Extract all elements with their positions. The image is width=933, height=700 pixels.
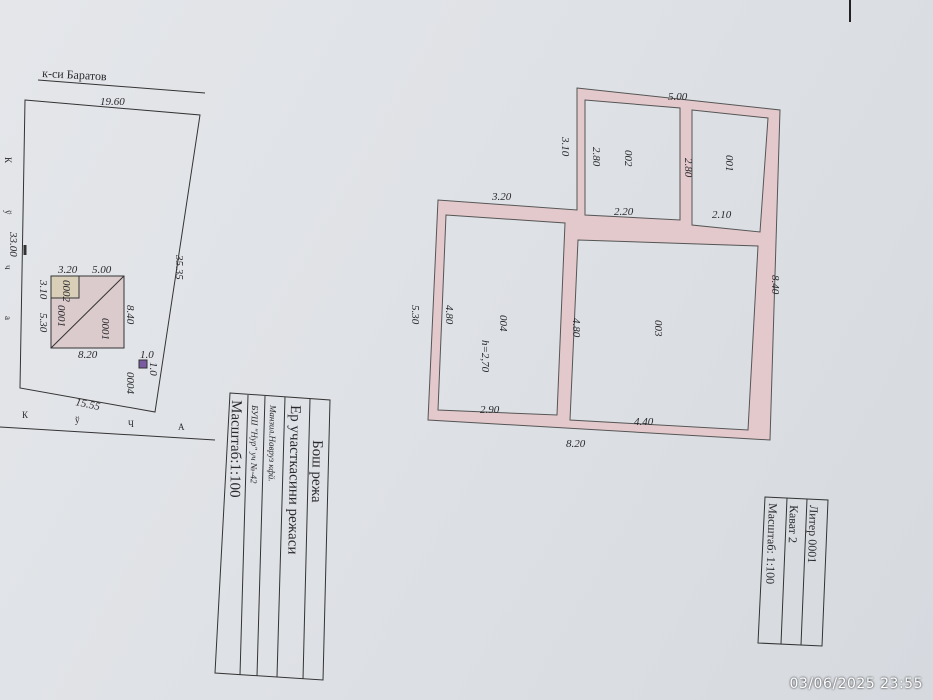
label-main-b: 0001 [99,318,111,340]
label-main-a: 0001 [55,305,67,327]
dim: 3.20 [491,191,512,203]
liter-block: Литер 0001 Кават 2 Масштаб: 1:100 [757,496,829,647]
room-003: 003 [652,320,664,337]
ceiling-height: h=2,70 [479,340,491,373]
bottom-letter: Ч [128,419,134,429]
dim-right: 35.35 [173,254,185,280]
address: Манзил.Навруз кфй. [267,404,278,482]
site-plan: к-си Баратов 19.60 35.35 15.55 33.00 3.2… [0,66,216,441]
dim: 5.00 [668,91,688,103]
bdim-b: 5.00 [92,264,112,276]
dim: 4.40 [634,416,654,428]
side-letter: К [3,157,13,164]
dim-top: 19.60 [100,96,125,108]
street-line [37,79,206,94]
dim: 8.40 [769,275,781,295]
bdim-c: 3.10 [37,279,49,300]
small-w: 1.0 [140,349,154,361]
side-letter: ч [3,265,13,270]
dim: 3.10 [559,136,571,157]
scale: Масштаб:1:100 [226,400,244,498]
side-letter: а [3,316,13,320]
bottom-letter: А [178,422,185,432]
title: Бош режа [308,440,325,503]
subtitle: Ер участкасини режаси [284,405,303,555]
floor-plan: 002 001 003 004 h=2,70 5.00 3.10 2.80 2.… [409,87,781,450]
label-annex: 0002 [60,280,72,303]
dim: 5.30 [409,305,421,325]
floor-number: Кават 2 [786,505,801,543]
dim: 4.80 [570,318,582,338]
walls [427,87,781,441]
room-002: 002 [622,150,634,167]
room-004: 004 [497,315,509,332]
dim-left: 33.00 [7,231,19,257]
street-name: к-си Баратов [42,66,108,83]
annex-footprint [50,275,80,299]
dim: 8.20 [566,438,586,450]
side-letter: ў [3,210,13,215]
label-small: 0004 [124,372,136,395]
small-h: 1.0 [147,362,159,376]
liter: Литер 0001 [805,505,821,564]
bdim-d: 5.30 [37,313,49,333]
dim: 2.20 [614,206,634,218]
dim: 2.90 [480,404,500,416]
bottom-letter: ў [75,415,80,425]
photo-timestamp: 03/06/2025 23:55 [789,676,923,692]
bdim-e: 8.40 [124,305,136,325]
dim: 2.80 [682,158,694,178]
bottom-letter: К [22,410,29,420]
bdim-a: 3.20 [57,264,78,276]
plot-boundary [19,99,201,413]
liter-scale: Масштаб: 1:100 [763,503,780,585]
dim: 4.80 [443,305,455,325]
room-001: 001 [723,155,735,172]
dim: 2.10 [712,209,732,221]
organization: БУШ "Нур" уч №-42 [249,404,260,484]
dim: 2.80 [590,147,602,167]
title-block: Бош режа Ер участкасини режаси Манзил.На… [214,392,331,681]
dim-bottom: 15.55 [74,396,101,413]
bdim-f: 8.20 [78,349,98,361]
small-structure [138,359,148,369]
